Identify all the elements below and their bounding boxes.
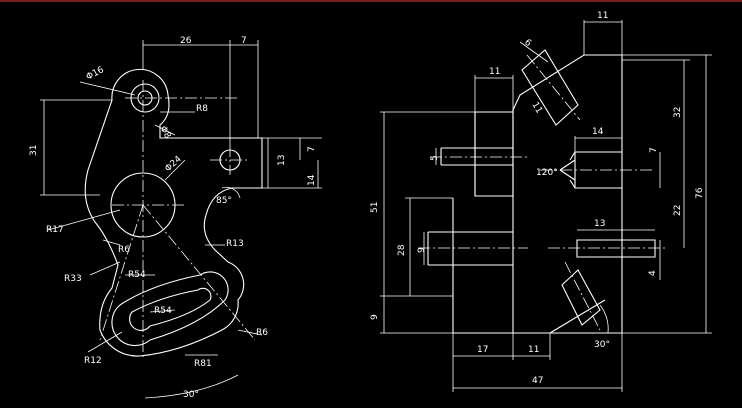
dim-r12: R12 [84,356,102,366]
dim-r6-lower: R6 [256,328,268,338]
right-body-outline [452,54,623,334]
dim-76: 76 [695,187,705,199]
upper-boss-outline [84,68,263,357]
dim-9-base: 9 [370,314,380,320]
dim-r54-outer: R54 [128,270,146,280]
dim-11-incl: 11 [529,101,543,116]
dim-angle-30-left: 30° [183,390,199,400]
inclined-hole-bottom [561,269,601,326]
dim-11-step: 11 [489,67,500,77]
dim-r6-upper: R6 [118,245,130,255]
dim-w26: 26 [180,36,192,46]
viewport-top-border [0,0,742,2]
dim-11-top: 11 [597,11,608,21]
dim-14: 14 [592,127,604,137]
dim-17: 17 [477,345,488,355]
dim-phi16: Φ16 [85,65,106,83]
right-part-view [380,20,712,392]
dim-5: 5 [430,155,440,161]
dim-r13: R13 [226,239,244,249]
dim-7: 7 [649,147,659,153]
slot-inner [129,287,212,331]
dim-angle-30-right: 30° [594,340,610,350]
slot-outer [111,271,229,347]
dim-47: 47 [532,376,543,386]
dim-angle-120: 120° [536,168,558,178]
dim-51: 51 [370,202,380,213]
dim-h31: 31 [29,145,39,156]
dim-r17: R17 [46,225,64,235]
dim-w7: 7 [241,36,247,46]
dim-r33: R33 [64,274,82,284]
dim-h14: 14 [307,174,317,186]
dim-28: 28 [397,244,407,256]
dim-r81: R81 [194,359,212,369]
dim-r54-inner: R54 [154,306,172,316]
dim-angle-85: 85° [216,196,232,206]
dim-9-hole: 9 [417,247,427,253]
dim-h13: 13 [277,155,287,166]
dim-32: 32 [673,107,683,118]
dim-h7: 7 [307,146,317,152]
dim-4: 4 [648,270,658,276]
dim-11-bottom: 11 [528,345,539,355]
dim-13: 13 [594,219,605,229]
dim-6: 6 [522,38,533,50]
inclined-hole-top [521,49,579,126]
left-part-view [40,40,322,399]
dim-22: 22 [673,205,683,216]
dim-r8: R8 [196,104,208,114]
